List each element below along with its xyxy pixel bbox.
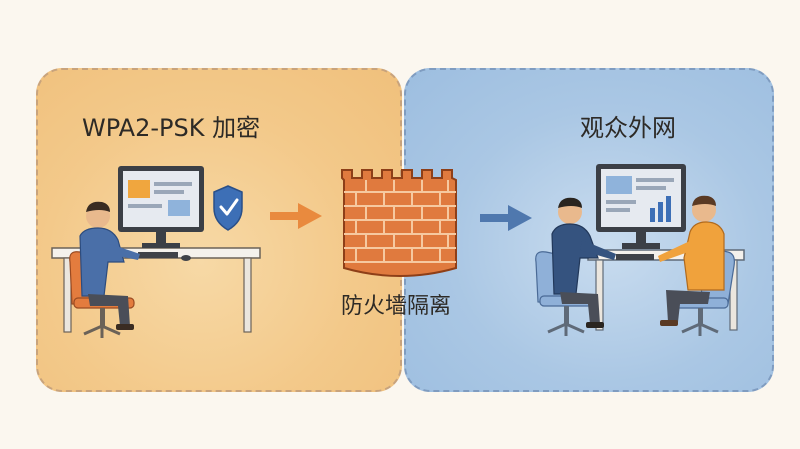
right-keyboard bbox=[616, 254, 654, 260]
wpa2-title: WPA2-PSK 加密 bbox=[82, 114, 261, 142]
arrow-firewall-to-right bbox=[480, 205, 532, 231]
firewall-tower bbox=[341, 169, 457, 277]
left-keyboard bbox=[138, 252, 178, 258]
guest-network-title: 观众外网 bbox=[580, 114, 676, 142]
shield-icon bbox=[213, 185, 243, 231]
right-person-b-body bbox=[683, 221, 725, 291]
left-mouse bbox=[181, 255, 191, 261]
check-icon bbox=[219, 198, 239, 216]
left-person-body bbox=[79, 227, 125, 297]
arrow-left-to-firewall bbox=[270, 203, 322, 229]
left-workstation bbox=[51, 166, 261, 338]
firewall-icon bbox=[341, 169, 457, 277]
left-monitor-screen bbox=[123, 171, 199, 227]
left-desk-leg bbox=[243, 257, 252, 333]
left-screen-card bbox=[128, 180, 150, 198]
firewall-label: 防火墙隔离 bbox=[341, 294, 452, 319]
left-person-legs bbox=[88, 294, 130, 326]
right-workstation bbox=[535, 164, 745, 336]
